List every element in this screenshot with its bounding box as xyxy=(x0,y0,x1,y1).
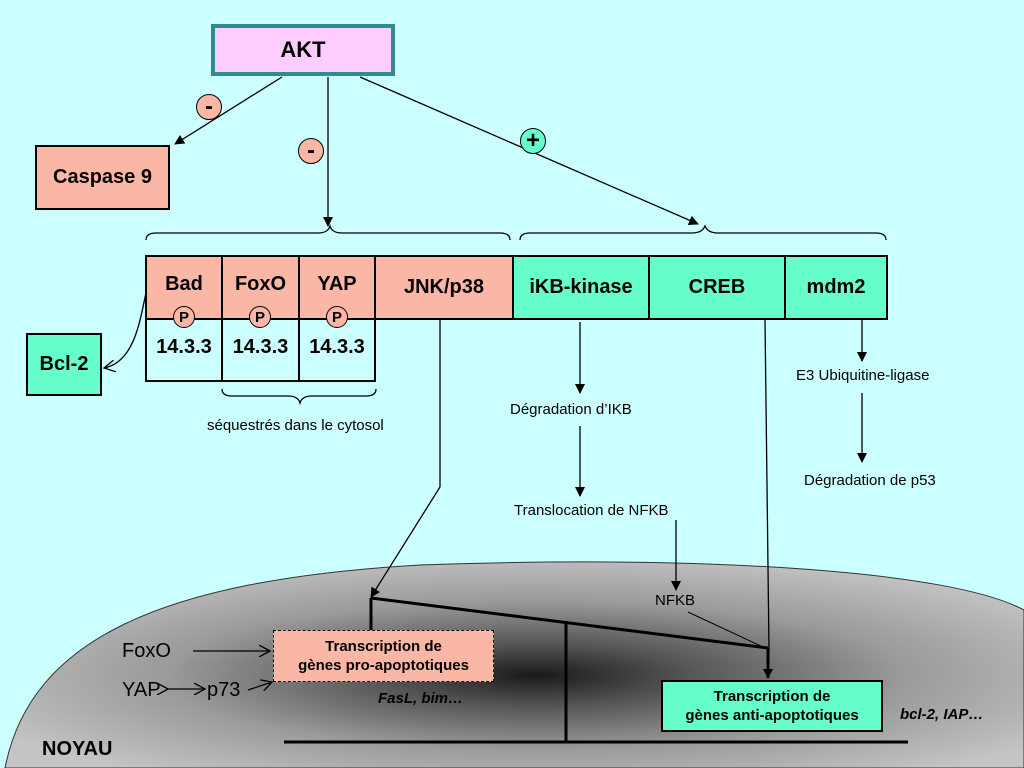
nfkb-to-anti-line xyxy=(687,611,764,648)
p73-to-pro-arrow xyxy=(247,682,272,690)
phospho-badge-bad: P xyxy=(173,306,195,328)
phospho-badge-foxo: P xyxy=(249,306,271,328)
creb-to-nucleus-line xyxy=(764,319,770,651)
phospho-label: P xyxy=(178,308,189,326)
nucleus-yap-label: YAP xyxy=(122,679,161,701)
nucleus-title: NOYAU xyxy=(42,738,113,760)
phospho-label: P xyxy=(331,308,342,326)
minus-sign-inhibited: - xyxy=(298,138,324,164)
minus-sign-caspase: - xyxy=(196,94,222,120)
nfkb-label: NFKB xyxy=(655,592,696,609)
bcl2-node: Bcl-2 xyxy=(26,333,102,396)
jnk-label: JNK/p38 xyxy=(403,276,485,298)
anti-apoptotic-line1: Transcription de xyxy=(713,688,831,705)
minus-sign-label: - xyxy=(307,137,315,164)
nucleus-lever xyxy=(370,596,769,650)
brace-inhibited xyxy=(145,223,511,241)
sequestered-label: séquestrés dans le cytosol xyxy=(207,417,384,434)
caspase9-label: Caspase 9 xyxy=(53,166,152,188)
translocation-nfkb-label: Translocation de NFKB xyxy=(514,502,669,519)
creb-node: CREB xyxy=(648,255,786,320)
akt-node: AKT xyxy=(211,24,395,76)
pro-apoptotic-line2: gènes pro-apoptotiques xyxy=(298,657,469,674)
akt-to-caspase-arrow xyxy=(174,76,283,145)
pro-apoptotic-genes: FasL, bim… xyxy=(378,690,464,707)
ikb-kinase-label: iKB-kinase xyxy=(529,276,633,298)
e3-ligase-label: E3 Ubiquitine-ligase xyxy=(796,367,930,384)
brace-activated xyxy=(519,224,887,241)
phospho-badge-yap: P xyxy=(326,306,348,328)
nucleus-shape xyxy=(4,561,1024,768)
foxo-label: FoxO xyxy=(234,273,287,295)
anti-apoptotic-line2: gènes anti-apoptotiques xyxy=(685,707,859,724)
nucleus-foxo-label: FoxO xyxy=(122,640,171,662)
jnk-node: JNK/p38 xyxy=(374,255,514,320)
brace-sequestered xyxy=(221,388,377,406)
bcl2-label: Bcl-2 xyxy=(39,353,89,375)
mdm2-label: mdm2 xyxy=(806,276,866,298)
protein-1433-label: 14.3.3 xyxy=(309,335,365,358)
plus-sign-activated: + xyxy=(520,128,546,154)
jnk-to-nucleus-arrow xyxy=(370,320,441,598)
anti-apoptotic-genes: bcl-2, IAP… xyxy=(900,706,984,723)
anti-apoptotic-box: Transcription de gènes anti-apoptotiques xyxy=(661,680,883,732)
phospho-label: P xyxy=(254,308,265,326)
minus-sign-label: - xyxy=(205,93,213,120)
pro-apoptotic-line1: Transcription de xyxy=(325,638,442,655)
plus-sign-label: + xyxy=(525,127,540,154)
bad-to-bcl2-arrow xyxy=(104,287,148,368)
bad-label: Bad xyxy=(165,273,203,295)
yap-label: YAP xyxy=(317,273,357,295)
protein-1433-label: 14.3.3 xyxy=(232,335,289,358)
nucleus-p73-label: p73 xyxy=(207,679,241,701)
mdm2-node: mdm2 xyxy=(784,255,888,320)
creb-label: CREB xyxy=(688,276,746,298)
protein-1433-label: 14.3.3 xyxy=(156,335,212,358)
degradation-ikb-label: Dégradation d’IKB xyxy=(510,401,632,418)
akt-label: AKT xyxy=(280,37,326,62)
degradation-p53-label: Dégradation de p53 xyxy=(804,472,936,489)
pro-apoptotic-box: Transcription de gènes pro-apoptotiques xyxy=(273,630,494,682)
caspase9-node: Caspase 9 xyxy=(35,145,170,210)
ikb-kinase-node: iKB-kinase xyxy=(512,255,650,320)
